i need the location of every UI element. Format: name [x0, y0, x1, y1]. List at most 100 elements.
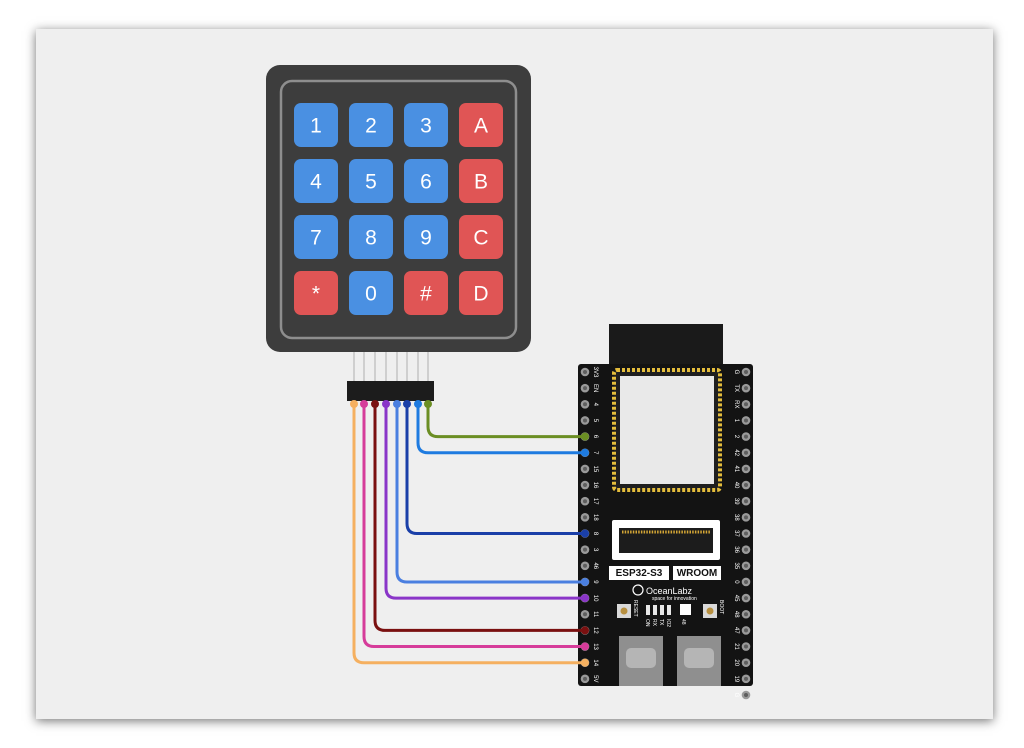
- right-pin[interactable]: 35: [733, 561, 751, 571]
- right-pin[interactable]: 38: [733, 513, 751, 522]
- right-pin[interactable]: 45: [733, 593, 751, 603]
- right-pin[interactable]: 2: [733, 432, 751, 441]
- right-pin[interactable]: 21: [733, 642, 751, 651]
- brand-logo: OceanLabz space for innovation: [632, 584, 697, 602]
- led-label-rx: RX: [651, 619, 657, 627]
- jumper-wire[interactable]: [382, 400, 589, 603]
- keypad-key[interactable]: 4: [294, 159, 338, 203]
- right-pin[interactable]: 48: [733, 609, 751, 619]
- keypad-key[interactable]: A: [459, 103, 503, 147]
- left-pin-label: 8: [592, 532, 598, 536]
- keypad-key[interactable]: 1: [294, 103, 338, 147]
- left-pin[interactable]: 4: [580, 400, 598, 409]
- left-pin-label: 17: [592, 498, 598, 505]
- right-pin-label: TX: [733, 384, 739, 392]
- keypad-key[interactable]: D: [459, 271, 503, 315]
- jumper-wire[interactable]: [360, 400, 589, 651]
- right-pin-label: 35: [733, 562, 739, 569]
- left-pin[interactable]: 17: [580, 496, 598, 506]
- left-pin-label: 3: [592, 548, 598, 552]
- brand-name: OceanLabz: [646, 586, 693, 596]
- wire-end-keypad: [424, 400, 432, 408]
- left-pin-label: 10: [592, 595, 598, 602]
- right-pin[interactable]: 40: [733, 480, 751, 490]
- left-pin[interactable]: 16: [580, 480, 598, 490]
- right-pin[interactable]: G: [733, 367, 751, 377]
- jumper-wire[interactable]: [424, 400, 589, 441]
- left-pin-label: 5: [592, 419, 598, 423]
- right-pin-label: 36: [733, 546, 739, 553]
- keypad-key[interactable]: #: [404, 271, 448, 315]
- left-pin[interactable]: 18: [580, 513, 598, 522]
- wire-end-board: [581, 448, 589, 457]
- right-pin[interactable]: 39: [733, 496, 751, 506]
- left-pin-label: 4: [592, 403, 598, 407]
- left-pin-label: 7: [592, 451, 598, 455]
- wire-end-board: [581, 432, 589, 441]
- keypad-key[interactable]: 5: [349, 159, 393, 203]
- wire-end-board: [581, 594, 589, 603]
- keypad-key[interactable]: 7: [294, 215, 338, 259]
- right-pin[interactable]: 0: [733, 577, 751, 587]
- keypad-key-label: D: [473, 283, 488, 306]
- keypad-key-label: 7: [310, 227, 322, 250]
- left-pin[interactable]: EN: [580, 383, 598, 393]
- keypad-key[interactable]: *: [294, 271, 338, 315]
- wire-end-board: [581, 642, 589, 651]
- keypad-key-label: B: [474, 171, 488, 194]
- right-pin[interactable]: G: [733, 690, 751, 700]
- keypad-key[interactable]: 0: [349, 271, 393, 315]
- right-pin[interactable]: 47: [733, 626, 751, 635]
- keypad-key[interactable]: 9: [404, 215, 448, 259]
- keypad-key[interactable]: C: [459, 215, 503, 259]
- right-pin[interactable]: 20: [733, 658, 751, 667]
- keypad-key-label: 6: [420, 171, 432, 194]
- keypad-key[interactable]: 6: [404, 159, 448, 203]
- keypad-key[interactable]: B: [459, 159, 503, 203]
- right-pin-label: 20: [733, 659, 739, 666]
- jumper-wire[interactable]: [414, 400, 589, 457]
- right-pin[interactable]: 41: [733, 464, 751, 474]
- right-pin-label: 42: [733, 449, 739, 456]
- right-pin-label: 37: [733, 530, 739, 537]
- left-pin[interactable]: 3: [580, 545, 598, 554]
- wire-end-board: [581, 626, 589, 635]
- jumper-wire[interactable]: [393, 400, 589, 586]
- left-pin-label: 14: [592, 659, 598, 666]
- jumper-wire[interactable]: [403, 400, 589, 538]
- right-pin[interactable]: RX: [733, 400, 751, 409]
- left-pin-label: 6: [592, 435, 598, 439]
- keypad-key[interactable]: 8: [349, 215, 393, 259]
- right-pin[interactable]: 1: [733, 416, 751, 425]
- left-pin[interactable]: 5V: [580, 674, 598, 684]
- right-pin-label: 39: [733, 498, 739, 505]
- keypad-key-label: 4: [310, 171, 322, 194]
- right-pin[interactable]: 42: [733, 448, 751, 458]
- jumper-wire[interactable]: [371, 400, 589, 635]
- left-pin[interactable]: 5: [580, 416, 598, 425]
- keypad-key-label: 1: [310, 115, 322, 138]
- left-pin[interactable]: 3V3: [580, 367, 598, 378]
- keypad-key[interactable]: 3: [404, 103, 448, 147]
- keypad-key-label: 2: [365, 115, 377, 138]
- right-pin[interactable]: 37: [733, 529, 751, 538]
- right-pin[interactable]: 36: [733, 545, 751, 554]
- right-pin-label: 38: [733, 514, 739, 521]
- right-pin-label: G: [733, 370, 739, 375]
- keypad-key[interactable]: 2: [349, 103, 393, 147]
- jumper-wire[interactable]: [350, 400, 589, 667]
- right-pin[interactable]: 19: [733, 674, 751, 684]
- left-pin-label: 12: [592, 627, 598, 634]
- keypad-key-label: *: [312, 283, 320, 306]
- left-pin[interactable]: 11: [580, 609, 598, 619]
- module-label-box: [673, 566, 721, 580]
- left-pin-label: 46: [592, 562, 598, 569]
- right-pin[interactable]: TX: [733, 383, 751, 393]
- brand-tagline: space for innovation: [652, 596, 697, 602]
- left-pin[interactable]: 46: [580, 561, 598, 571]
- keypad-key-label: 0: [365, 283, 377, 306]
- left-pin[interactable]: 15: [580, 464, 598, 474]
- right-pin-label: G: [733, 693, 739, 698]
- keypad-key-label: A: [474, 115, 488, 138]
